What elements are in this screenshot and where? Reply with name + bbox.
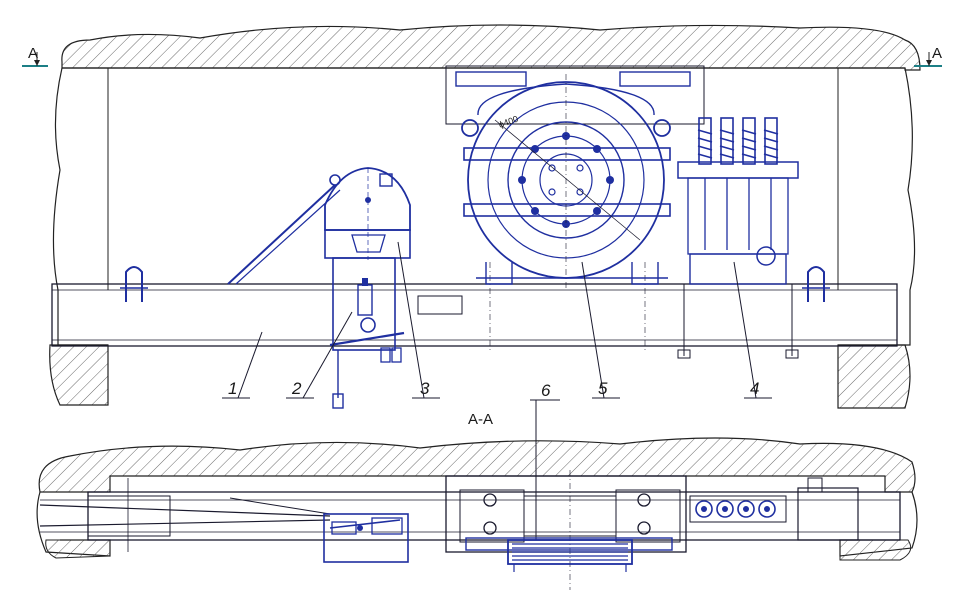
callout-2-label: 2 (291, 379, 302, 398)
section-ropes (39, 497, 331, 527)
ceiling-slab (61, 24, 921, 71)
section-winch-frame (445, 470, 687, 590)
callout-2: 2 (286, 311, 353, 399)
section-frame (40, 477, 901, 552)
brake-assembly (677, 117, 799, 359)
callout-4: 4 (733, 261, 772, 399)
right-wall (837, 67, 916, 409)
section-spring-heads (689, 495, 787, 523)
rope-diagonal (227, 184, 341, 285)
brake-spring-3 (741, 117, 757, 250)
section-mark-right-label: A (932, 45, 942, 62)
lifting-hook-left (120, 266, 148, 302)
callout-3: 3 (397, 241, 440, 399)
winch-machine: ϕ400 (445, 65, 705, 290)
left-wall (49, 67, 109, 406)
callout-4-label: 4 (750, 379, 759, 398)
section-mark-left: A (22, 45, 48, 67)
brake-spring-2 (719, 117, 735, 250)
callout-1: 1 (222, 331, 263, 399)
callout-5-label: 5 (598, 379, 608, 398)
section-coil (465, 537, 673, 572)
callout-6-label: 6 (541, 381, 551, 400)
lifting-hook-right (802, 266, 830, 302)
section-slab (36, 437, 918, 561)
section-title: A-A (468, 411, 493, 428)
guide-pulley-unit (324, 167, 411, 260)
section-mark-right: A (914, 45, 942, 67)
section-mark-left-label: A (28, 45, 38, 62)
section-tensioner (323, 513, 409, 563)
callout-1-label: 1 (228, 379, 237, 398)
brake-spring-4 (763, 117, 779, 250)
brake-spring-1 (697, 117, 713, 250)
frame-beam (51, 262, 898, 352)
callout-3-label: 3 (420, 379, 430, 398)
callout-5: 5 (581, 261, 620, 399)
tensioner-bracket (329, 257, 405, 409)
